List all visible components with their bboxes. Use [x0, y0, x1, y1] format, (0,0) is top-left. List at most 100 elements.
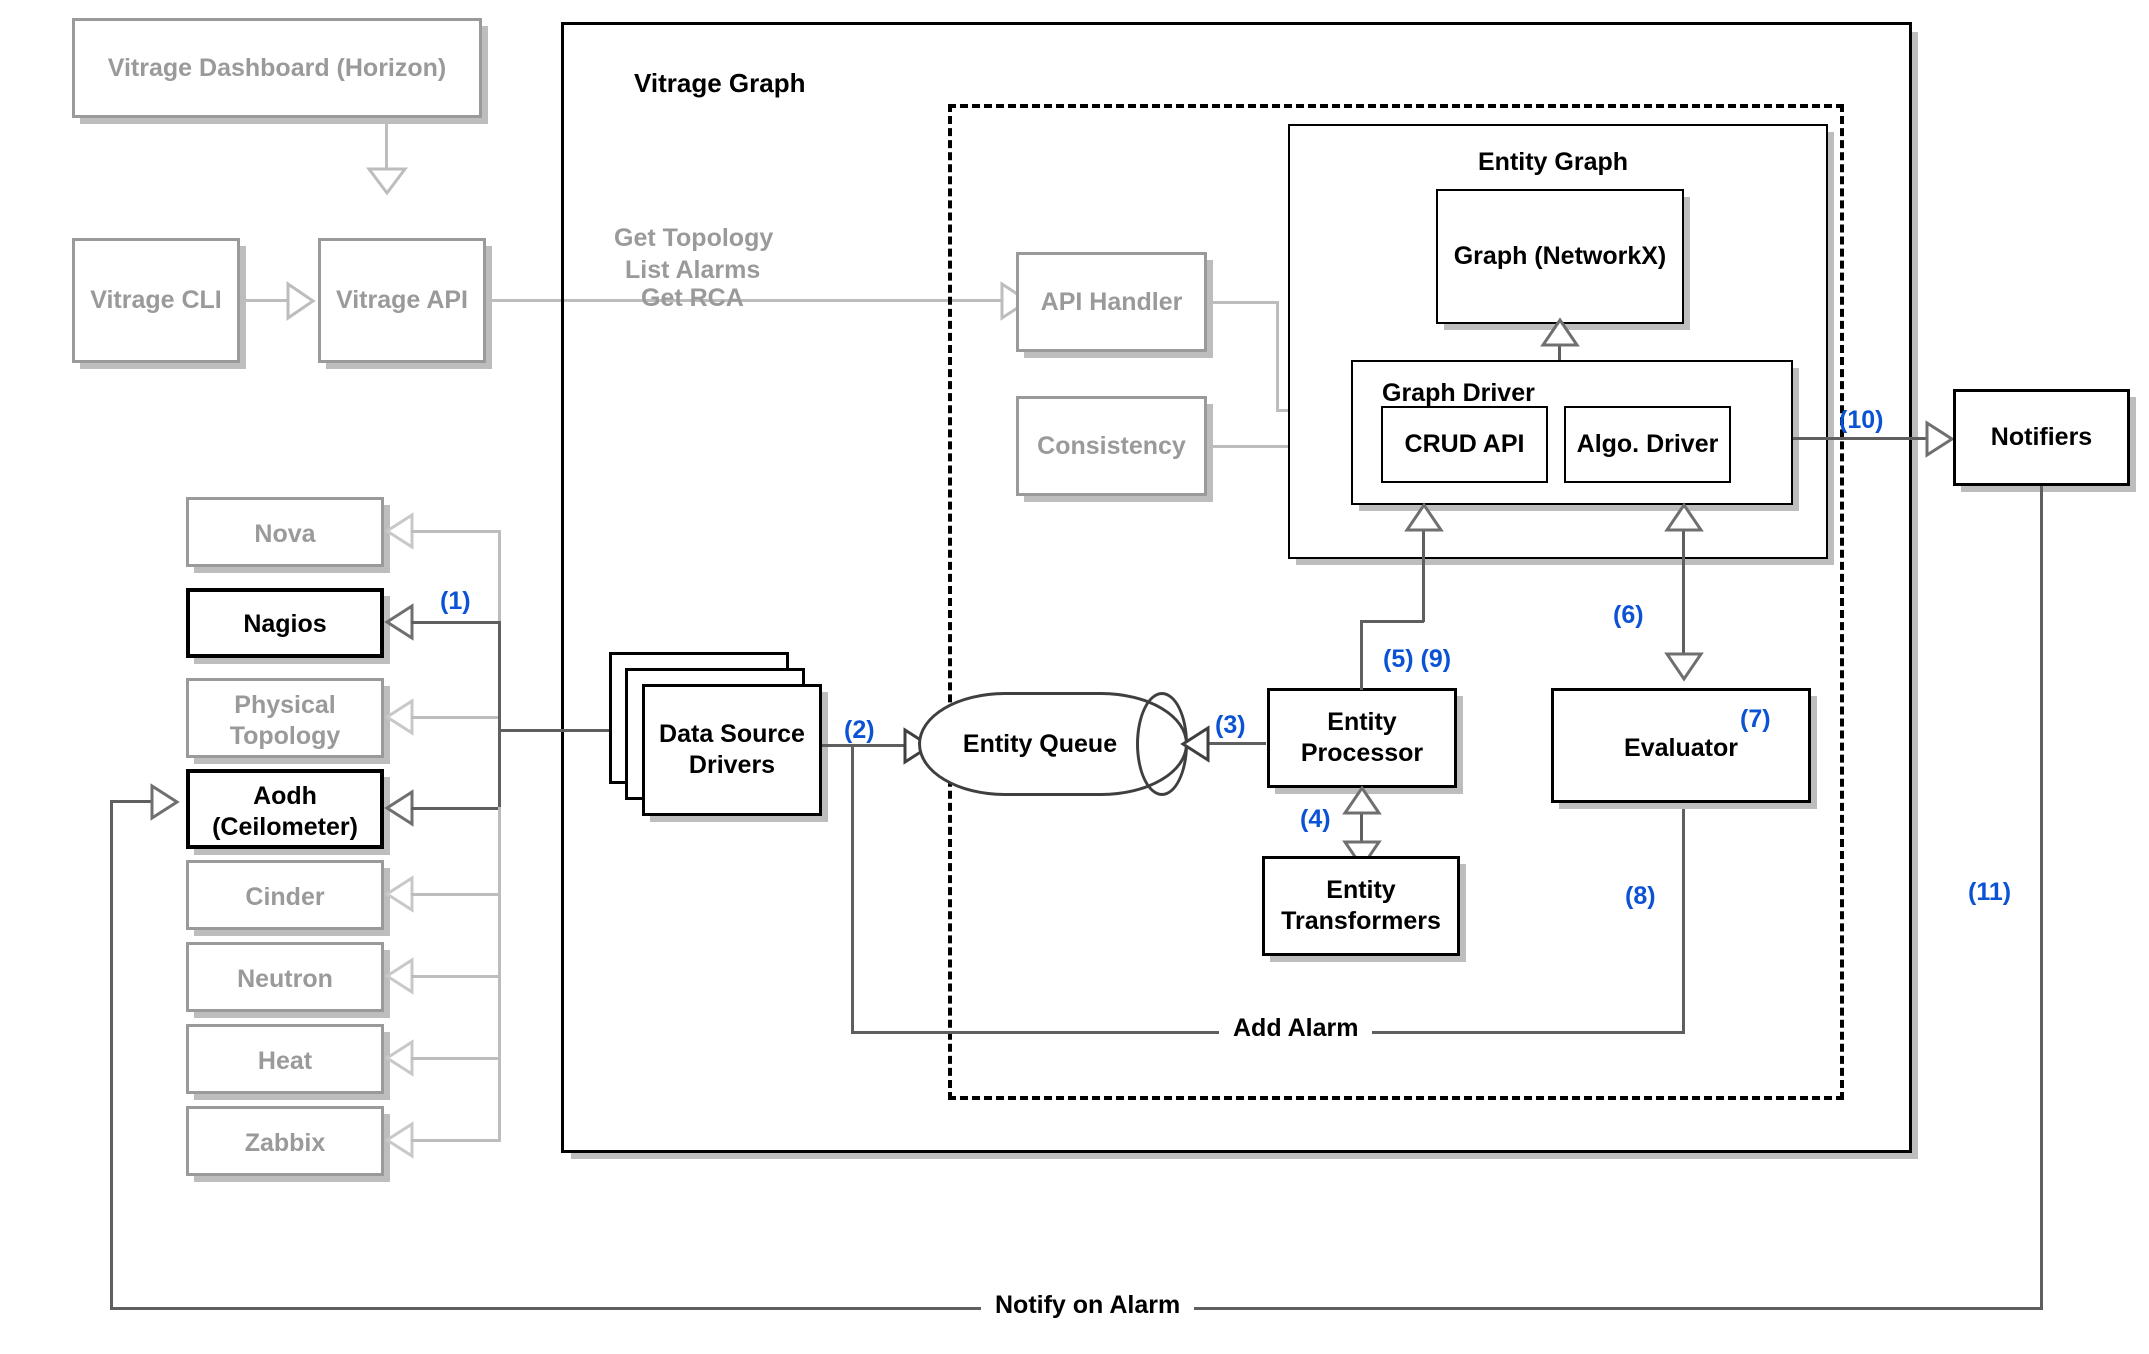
entity-processor-box: Entity Processor	[1267, 688, 1457, 788]
bus-line-zabbix	[411, 1139, 501, 1142]
processor-to-graphdriver-arrowhead	[1404, 502, 1444, 532]
api-handler-box: API Handler	[1016, 252, 1207, 352]
api-to-apihandler-line	[487, 299, 1004, 302]
graph-driver-label: Graph Driver	[1382, 379, 1535, 407]
addalarm-from-drivers-down	[851, 744, 854, 1034]
vitrage-graph-panel	[561, 22, 1912, 1153]
data-source-nagios: Nagios	[186, 588, 384, 658]
data-source-aodh-label-2: (Ceilometer)	[212, 812, 358, 841]
processor-to-graphdriver-vline	[1360, 620, 1363, 690]
step-5-9-label: (5) (9)	[1383, 645, 1452, 673]
data-source-cinder: Cinder	[186, 860, 384, 930]
step-6-label: (6)	[1613, 601, 1644, 629]
transformers-to-processor-arrowhead	[1342, 785, 1382, 815]
vitrage-api-label: Vitrage API	[336, 286, 468, 315]
graph-networkx-label: Graph (NetworkX)	[1453, 242, 1667, 271]
vitrage-dashboard-box: Vitrage Dashboard (Horizon)	[72, 18, 482, 118]
vitrage-api-box: Vitrage API	[318, 238, 486, 363]
step-2-label: (2)	[844, 716, 875, 744]
notifiers-box: Notifiers	[1953, 389, 2130, 486]
data-source-drivers-label-1: Data Source	[659, 720, 805, 748]
step-8-label: (8)	[1625, 882, 1656, 910]
data-source-drivers-label-2: Drivers	[688, 750, 776, 779]
entity-transformers-box: Entity Transformers	[1262, 856, 1460, 956]
step-11-label: (11)	[1968, 878, 2012, 906]
arrow-to-cinder	[384, 875, 414, 913]
data-source-physical-topology-label-2: Topology	[229, 721, 341, 750]
drivers-to-queue-arrowhead	[903, 727, 933, 765]
api-request-line-3: Get RCA	[641, 284, 744, 312]
graphdriver-to-evaluator-arrowhead-up	[1664, 502, 1704, 532]
processor-transformers-line	[1360, 800, 1363, 855]
bus-vertical-upper	[498, 530, 501, 621]
notify-to-aodh-line	[110, 800, 154, 803]
notify-to-aodh-arrowhead	[150, 783, 180, 821]
cli-to-api-line	[241, 299, 289, 302]
graphdriver-to-graph-arrowhead	[1540, 317, 1580, 347]
data-source-nova-label: Nova	[254, 520, 316, 548]
bus-line-aodh	[411, 807, 501, 810]
notifiers-down-line	[2040, 486, 2043, 1310]
arrow-to-aodh	[384, 789, 414, 827]
bus-line-physical	[411, 716, 501, 719]
bus-line-neutron	[411, 975, 501, 978]
arrow-to-nova	[384, 512, 414, 550]
apihandler-out-line	[1207, 301, 1279, 304]
arrow-to-neutron	[384, 957, 414, 995]
arrow-to-heat	[384, 1039, 414, 1077]
api-request-line-2: List Alarms	[625, 256, 761, 284]
processor-to-graphdriver-hline	[1360, 620, 1424, 623]
data-source-neutron-label: Neutron	[237, 965, 333, 993]
data-source-physical-topology: Physical Topology	[186, 678, 384, 758]
api-to-apihandler-arrowhead	[1000, 281, 1031, 321]
entity-processor-label-2: Processor	[1300, 738, 1424, 767]
graph-networkx-box: Graph (NetworkX)	[1436, 189, 1684, 324]
processor-to-graphdriver-up	[1422, 530, 1425, 622]
bus-line-nova	[411, 530, 501, 533]
apihandler-down-line	[1276, 301, 1279, 411]
bus-vertical-active	[498, 621, 501, 807]
step-3-label: (3)	[1215, 711, 1246, 739]
consistency-box: Consistency	[1016, 396, 1207, 496]
processor-to-queue-arrowhead	[1180, 725, 1210, 763]
data-source-physical-topology-label-1: Physical	[234, 691, 336, 719]
entity-processor-label-1: Entity	[1327, 708, 1397, 736]
arrow-to-nagios	[384, 603, 414, 641]
consistency-out-line	[1207, 445, 1324, 448]
graphdriver-to-notifiers-arrowhead	[1925, 420, 1955, 458]
arrow-to-zabbix	[384, 1121, 414, 1159]
entity-queue-label: Entity Queue	[962, 729, 1118, 758]
step-1-label: (1)	[440, 587, 471, 615]
drivers-to-queue-line	[822, 744, 908, 747]
step-7-label: (7)	[1740, 705, 1771, 733]
consistency-label: Consistency	[1037, 431, 1186, 460]
data-source-heat-label: Heat	[257, 1047, 313, 1075]
graphdriver-to-evaluator-arrowhead-down	[1664, 652, 1704, 682]
notify-on-alarm-label: Notify on Alarm	[981, 1289, 1195, 1321]
notify-left-up-line	[110, 800, 113, 1310]
api-request-line-1: Get Topology	[614, 224, 774, 252]
algo-driver-box: Algo. Driver	[1564, 406, 1731, 483]
dashboard-to-api-line	[385, 118, 388, 170]
bus-vertical-lower	[498, 807, 501, 1142]
entity-transformers-label-2: Transformers	[1281, 906, 1441, 935]
step-10-label: (10)	[1839, 406, 1884, 434]
graph-processing-dashed-panel	[948, 104, 1844, 1100]
vitrage-cli-box: Vitrage CLI	[72, 238, 240, 363]
graphdriver-to-evaluator-line	[1682, 506, 1685, 666]
notifiers-label: Notifiers	[1990, 423, 2093, 452]
step-4-label: (4)	[1300, 805, 1331, 833]
data-source-zabbix: Zabbix	[186, 1106, 384, 1176]
api-handler-label: API Handler	[1040, 287, 1183, 316]
dashboard-to-api-arrowhead	[366, 167, 408, 196]
data-source-aodh: Aodh (Ceilometer)	[186, 769, 384, 849]
data-source-drivers-box: Data Source Drivers	[642, 684, 822, 816]
data-source-zabbix-label: Zabbix	[244, 1129, 326, 1157]
bus-line-heat	[411, 1057, 501, 1060]
cli-to-api-arrowhead	[286, 281, 316, 321]
crud-api-box: CRUD API	[1381, 406, 1548, 483]
crud-api-label: CRUD API	[1404, 430, 1525, 459]
data-source-cinder-label: Cinder	[245, 883, 325, 911]
data-source-neutron: Neutron	[186, 942, 384, 1012]
